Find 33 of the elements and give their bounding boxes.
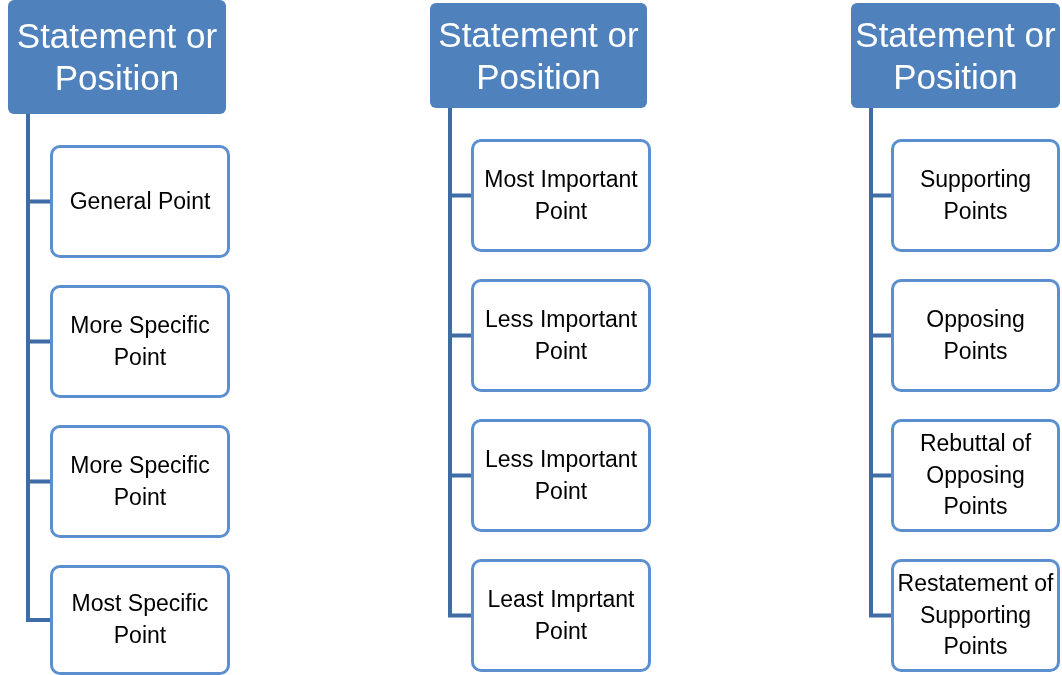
node-text: Opposing Points — [925, 304, 1026, 366]
node-text: Most Specific Point — [70, 589, 210, 650]
connector-line — [448, 108, 471, 618]
point-box — [50, 425, 230, 538]
node-text: More Specific Point — [69, 310, 211, 372]
point-box — [50, 565, 230, 675]
node-text: Less Important Point — [483, 444, 639, 506]
connector-line — [869, 108, 891, 618]
node-text: Statement or Position — [15, 15, 219, 99]
point-box — [471, 559, 651, 672]
node-text: Statement or Position — [854, 13, 1057, 98]
heading-box — [8, 0, 226, 114]
node-text: Statement or Position — [437, 13, 640, 98]
heading-box — [851, 3, 1060, 108]
point-box — [891, 279, 1060, 392]
node-text: More Specific Point — [69, 450, 211, 512]
point-box — [891, 559, 1060, 672]
connector-line — [26, 114, 50, 622]
node-text: Restatement of Supporting Points — [896, 568, 1055, 662]
point-box — [891, 419, 1060, 532]
node-text: Rebuttal of Opposing Points — [918, 428, 1033, 522]
point-box — [471, 139, 651, 252]
node-text: Most Important Point — [483, 164, 639, 226]
point-box — [471, 419, 651, 532]
node-text: Supporting Points — [918, 164, 1033, 226]
node-text: Less Important Point — [483, 304, 639, 366]
point-box — [471, 279, 651, 392]
point-box — [50, 285, 230, 398]
node-text: Least Imprtant Point — [486, 584, 636, 646]
node-text: General Point — [69, 186, 211, 216]
point-box — [891, 139, 1060, 252]
heading-box — [430, 3, 647, 108]
point-box — [50, 145, 230, 258]
